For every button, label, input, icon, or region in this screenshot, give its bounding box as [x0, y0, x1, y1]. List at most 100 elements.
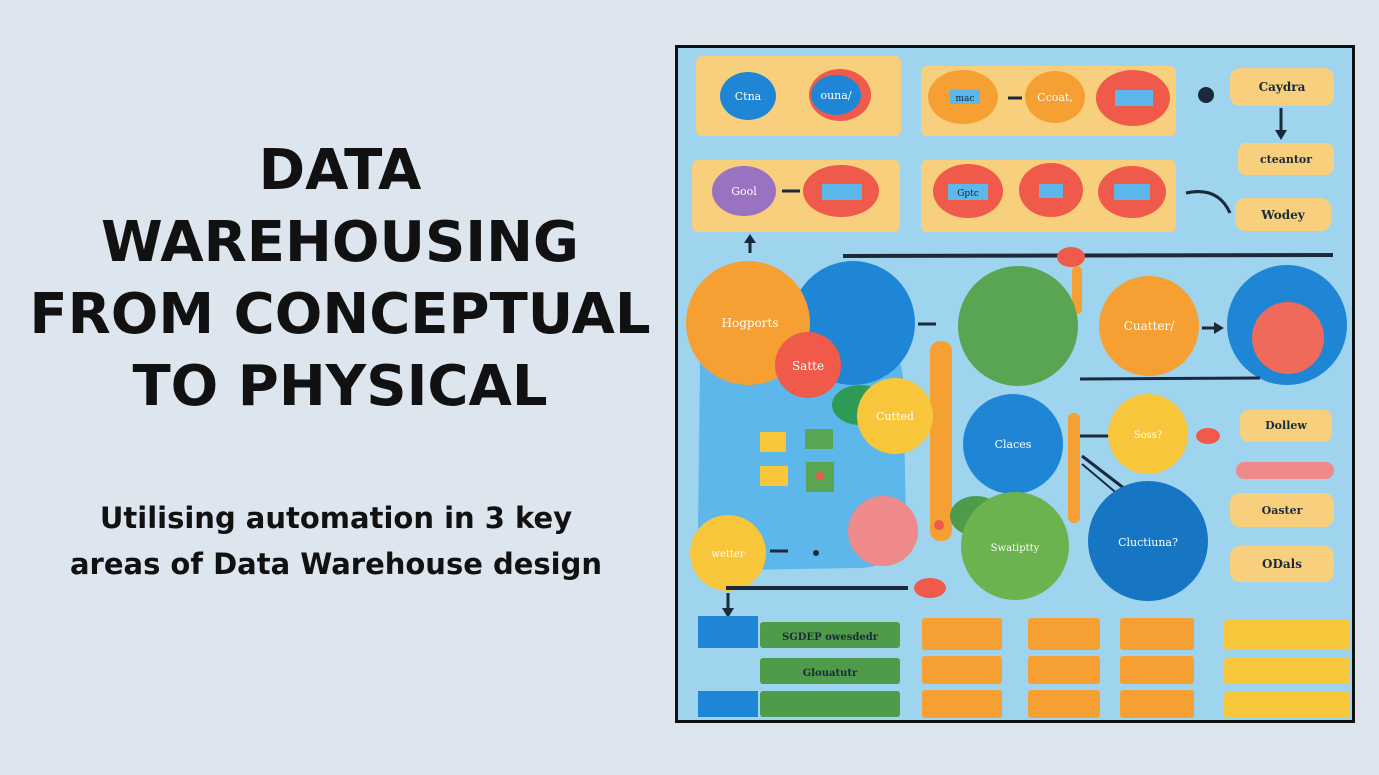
circle-blue-mid — [963, 394, 1063, 494]
illustration-canvas: Ctna ouna/ mac Ccoat, Caydra cteantor Go… — [678, 48, 1352, 720]
arrow-head-1 — [1275, 130, 1287, 140]
node-label-2: ouna/ — [820, 89, 851, 102]
dot-dark-1 — [1198, 87, 1214, 103]
node-blue-2 — [811, 75, 861, 115]
node-chip-3 — [822, 184, 862, 200]
bar-orange-vertical-2 — [930, 341, 952, 541]
data-warehouse-illustration: Ctna ouna/ mac Ccoat, Caydra cteantor Go… — [675, 45, 1355, 723]
circle-green-bottom — [961, 492, 1069, 600]
node-orange-2 — [1025, 71, 1085, 123]
bar-green-3 — [760, 691, 900, 717]
bar-green-1-label: SGDEP owesdedr — [782, 632, 879, 643]
dot-red-2 — [816, 472, 824, 480]
pill-right-4-label: Dollew — [1265, 419, 1307, 432]
circle-green-bottom-label: Swatiptty — [991, 543, 1040, 554]
dot-red-4 — [934, 520, 944, 530]
title-line-4: TO PHYSICAL — [132, 354, 548, 419]
block-blue-1 — [698, 616, 758, 648]
node-chip-6 — [1114, 184, 1150, 200]
title-line-1: DATA — [258, 138, 422, 203]
pill-right-6-label: ODals — [1262, 557, 1302, 571]
block-yellow-2 — [1224, 658, 1350, 684]
node-chip-4 — [948, 184, 988, 200]
circle-blue-mid-label: Claces — [995, 438, 1032, 451]
curve-connector-1 — [1185, 190, 1232, 214]
pill-right-2 — [1238, 143, 1334, 175]
pill-right-6 — [1230, 546, 1334, 582]
block-orange-3 — [922, 690, 1002, 718]
square-yellow-2 — [760, 466, 788, 486]
dot-red-5 — [914, 578, 946, 598]
block-orange-7 — [1120, 618, 1194, 650]
arrow-head-2 — [1214, 322, 1224, 334]
arrow-head-up-left — [744, 234, 756, 243]
pill-right-5 — [1230, 493, 1334, 527]
circle-green-1 — [958, 266, 1078, 386]
node-chip-5 — [1039, 184, 1063, 198]
circle-yellow-right-label: Soss? — [1134, 430, 1163, 441]
block-yellow-3 — [1224, 692, 1350, 718]
block-orange-5 — [1028, 656, 1100, 684]
title-line-2: WAREHOUSING — [101, 210, 579, 275]
dot-dark-2 — [813, 550, 819, 556]
block-yellow-1 — [1224, 620, 1350, 650]
circle-blue-bottom-label: Cluctiuna? — [1118, 536, 1178, 549]
node-label-3: mac — [956, 94, 975, 104]
node-purple-1 — [712, 166, 776, 216]
circle-orange-big-label: Hogports — [722, 316, 779, 330]
pill-right-5-label: Oaster — [1262, 504, 1303, 517]
title-line-3: FROM CONCEPTUAL — [29, 282, 651, 347]
subtitle-line-1: Utilising automation in 3 key — [99, 501, 573, 535]
block-blue-2 — [698, 691, 758, 717]
pill-right-pink — [1236, 462, 1334, 479]
connector-5 — [1079, 376, 1261, 381]
pill-right-3 — [1235, 198, 1331, 231]
circle-yellow-label: Cutted — [876, 410, 914, 423]
node-blue-1 — [720, 72, 776, 120]
circle-orange-right — [1099, 276, 1199, 376]
pill-right-3-label: Wodey — [1260, 208, 1306, 222]
circle-red-small — [775, 332, 841, 398]
arrow-head-3 — [722, 608, 734, 618]
node-chip-2 — [1115, 90, 1153, 106]
circle-orange-right-label: Cuatter/ — [1124, 319, 1176, 333]
subtitle-line-2: areas of Data Warehouse design — [69, 547, 603, 581]
square-green-1 — [805, 429, 833, 449]
slide-subtitle: Utilising automation in 3 key areas of D… — [40, 495, 632, 587]
pill-right-4 — [1240, 410, 1332, 442]
square-yellow-1 — [760, 432, 786, 452]
node-label-6: Gptc — [957, 189, 979, 199]
circle-blue-bottom — [1088, 481, 1208, 601]
connector-8 — [1081, 463, 1121, 497]
pill-right-1 — [1230, 68, 1334, 106]
slide-title: DATA WAREHOUSING FROM CONCEPTUAL TO PHYS… — [20, 135, 660, 423]
long-connector-1 — [842, 253, 1334, 258]
bar-green-2-label: Glouatutr — [803, 668, 858, 679]
dot-red-1 — [1057, 247, 1085, 267]
circle-yellow-left — [690, 515, 766, 591]
bar-green-1 — [760, 622, 900, 648]
node-chip-1 — [950, 90, 980, 104]
block-orange-1 — [922, 618, 1002, 650]
bar-green-2 — [760, 658, 900, 684]
bar-orange-vertical-1 — [1072, 266, 1082, 314]
circle-red-inner — [1252, 302, 1324, 374]
node-label-1: Ctna — [735, 90, 762, 103]
node-label-4: Ccoat, — [1037, 91, 1073, 104]
circle-yellow-right — [1108, 394, 1188, 474]
circle-red-small-label: Satte — [792, 359, 824, 373]
block-orange-4 — [1028, 618, 1100, 650]
block-orange-6 — [1028, 690, 1100, 718]
bar-orange-vertical-3 — [1068, 413, 1080, 523]
block-orange-2 — [922, 656, 1002, 684]
dot-red-3 — [1196, 428, 1220, 444]
pill-right-2-label: cteantor — [1260, 153, 1312, 166]
circle-yellow-left-label: wetter — [711, 549, 744, 560]
connector-7 — [1081, 454, 1126, 491]
circle-yellow — [857, 378, 933, 454]
block-orange-9 — [1120, 690, 1194, 718]
node-label-5: Gool — [731, 185, 757, 198]
circle-pink — [848, 496, 918, 566]
block-orange-8 — [1120, 656, 1194, 684]
pill-right-1-label: Caydra — [1259, 80, 1306, 94]
